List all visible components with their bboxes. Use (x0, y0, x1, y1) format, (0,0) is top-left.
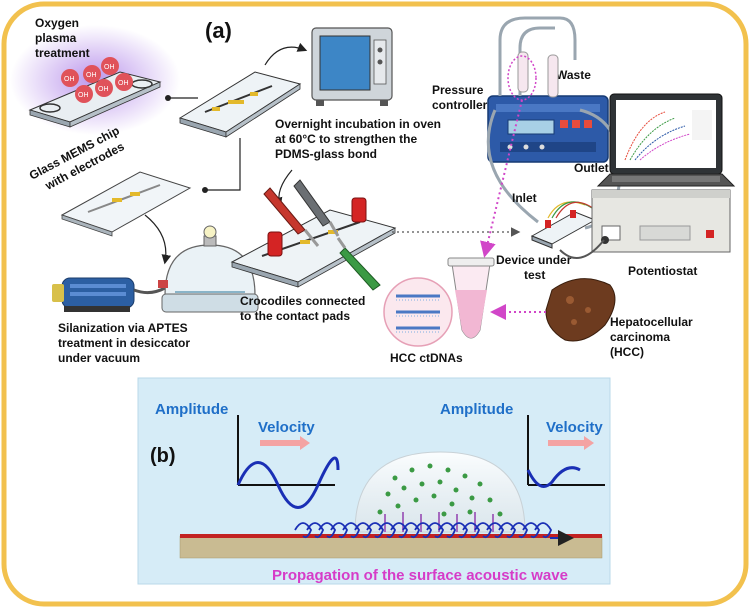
hcc-label-3: (HCC) (610, 345, 644, 359)
panel-b-tag: (b) (150, 445, 176, 467)
oxygen-plasma-label-2: plasma (35, 31, 77, 45)
potentiostat-cable (559, 239, 605, 259)
silanization-label-1: Silanization via APTES (58, 321, 188, 335)
panel-a-tag: (a) (205, 18, 232, 43)
desiccator-icon (158, 225, 259, 313)
svg-text:OH: OH (104, 64, 115, 71)
pink-dotted-arrow-down (480, 99, 523, 258)
pressure-controller-icon (487, 95, 609, 163)
left-wave (236, 456, 340, 509)
ctdna-circle (383, 277, 453, 347)
crocodile-chip (230, 197, 397, 288)
waste-tube (547, 54, 559, 98)
velocity-right: Velocity (546, 419, 603, 436)
oven-label-1: Overnight incubation in oven (275, 117, 441, 131)
svg-text:OH: OH (118, 80, 129, 87)
oven-icon (311, 27, 393, 106)
amplitude-left: Amplitude (155, 401, 228, 418)
bonded-chip (178, 71, 302, 138)
tubing-left (498, 16, 577, 96)
pressure-label-1: Pressure (432, 83, 484, 97)
oh-molecules: OH OH OH OH OH OH (61, 57, 133, 103)
oxygen-plasma-label-3: treatment (35, 46, 90, 60)
right-wave (526, 466, 581, 488)
svg-text:OH: OH (86, 72, 97, 79)
sample-tube-icon (447, 257, 495, 339)
potentiostat-label: Potentiostat (628, 264, 697, 278)
velocity-left: Velocity (258, 419, 315, 436)
laptop-icon (596, 93, 736, 187)
substrate (179, 535, 603, 559)
ctdna-particles (377, 463, 503, 517)
crocodiles-label-1: Crocodiles connected (240, 294, 365, 308)
arrow-to-oven (264, 42, 308, 66)
silanization-label-2: treatment in desiccator (58, 336, 190, 350)
device-under-test (530, 201, 599, 249)
oven-label-3: PDMS-glass bond (275, 147, 377, 161)
crocodile-clip-grey (293, 179, 340, 237)
oven-label-2: at 60°C to strengthen the (275, 132, 417, 146)
glass-mems-chip (60, 171, 192, 237)
svg-text:OH: OH (98, 86, 109, 93)
panel-b-caption: Propagation of the surface acoustic wave (272, 567, 568, 584)
device-label-2: test (524, 268, 545, 282)
svg-text:OH: OH (78, 92, 89, 99)
amplitude-right: Amplitude (440, 401, 513, 418)
tubing-right (518, 26, 555, 96)
oxygen-plasma-label-1: Oxygen (35, 16, 79, 30)
svg-text:OH: OH (64, 76, 75, 83)
surface-wave (294, 522, 552, 539)
ctdna-label: HCC ctDNAs (390, 351, 463, 365)
velocity-left-arrow (260, 436, 310, 450)
inlet-label: Inlet (512, 191, 537, 205)
crocodiles-label-2: to the contact pads (240, 309, 350, 323)
vacuum-pump-icon (52, 277, 135, 312)
hcc-label-2: carcinoma (610, 330, 670, 344)
outlet-label: Outlet (574, 161, 609, 175)
potentiostat-icon (591, 189, 731, 253)
pressure-label-2: controller (432, 98, 488, 112)
velocity-right-arrow (548, 436, 594, 450)
crocodile-clip-red (263, 187, 320, 247)
silanization-label-3: under vacuum (58, 351, 140, 365)
arrow-chip-down (205, 138, 241, 191)
tubing-inlet (486, 109, 539, 224)
droplet-dome (354, 451, 526, 533)
hcc-label-1: Hepatocellular (610, 315, 693, 329)
reservoir-tube-1 (517, 51, 529, 93)
liver-icon (545, 278, 616, 342)
waste-label: Waste (556, 68, 591, 82)
vacuum-hose (133, 286, 166, 295)
crocodile-clip-green (336, 237, 381, 291)
arrow-chip-to-desiccator (144, 214, 172, 265)
device-label-1: Device under (496, 253, 572, 267)
